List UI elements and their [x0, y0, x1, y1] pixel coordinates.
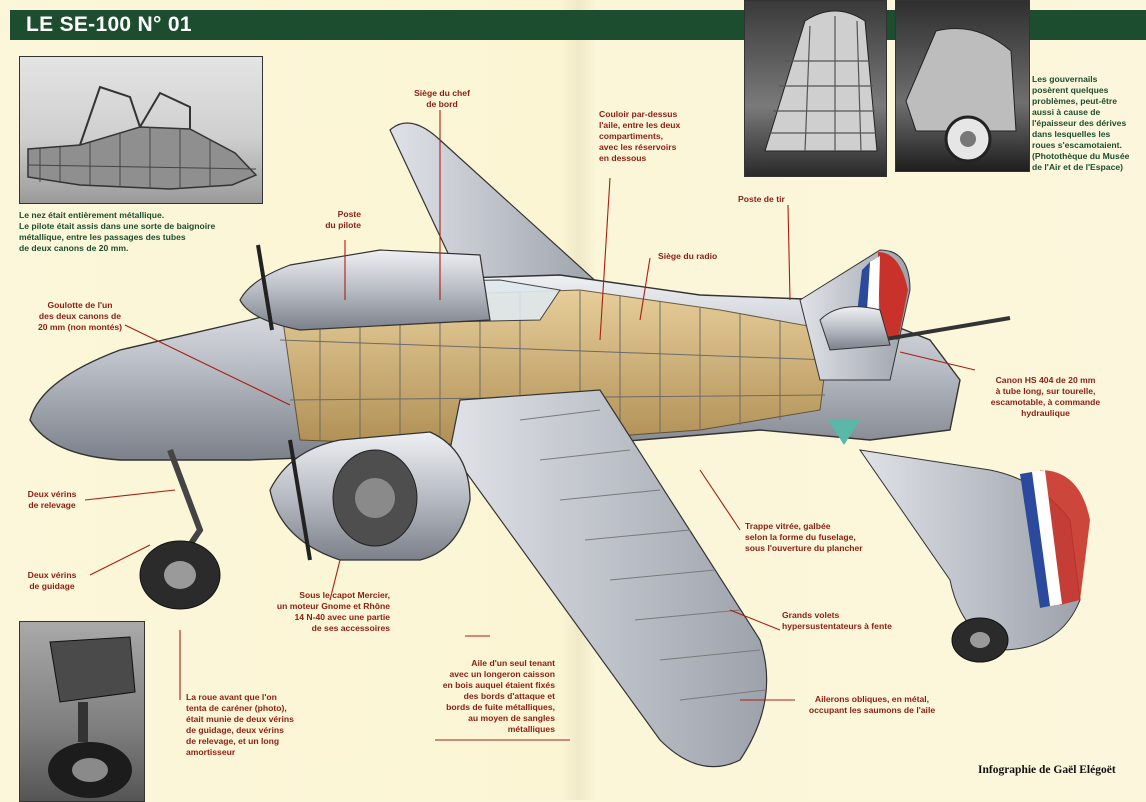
callout-couloir: Couloir par-dessus l'aile, entre les deu… [599, 109, 681, 163]
upper-propeller [256, 244, 274, 331]
page-title: LE SE-100 N° 01 [26, 13, 192, 36]
turret-cannon [879, 316, 1011, 342]
callout-siege-radio: Siège du radio [658, 251, 718, 261]
callout-poste-tir: Poste de tir [738, 194, 785, 204]
nose-photo [19, 56, 263, 204]
wing-ribs [519, 409, 766, 701]
upper-engine-nacelle [239, 249, 491, 331]
tail-photo-right-drawing [905, 28, 1017, 163]
lower-rudder-white [1030, 470, 1062, 606]
caption-nose-photo: Le nez était entièrement métallique. Le … [19, 210, 216, 253]
callout-siege-chef: Siège du chef de bord [414, 88, 470, 109]
illustration-credit: Infographie de Gaël Elégoët [978, 764, 1116, 776]
callout-ailerons: Ailerons obliques, en métal, occupant le… [808, 694, 936, 715]
caption-rudders-photo: Les gouvernails posèrent quelques problè… [1032, 74, 1130, 172]
callout-roue: La roue avant que l'on tenta de caréner … [186, 692, 294, 757]
tail-photo-left-drawing [764, 10, 878, 152]
callout-trappe: Trappe vitrée, galbée selon la forme du … [745, 521, 863, 553]
wheel-photo-drawing [48, 636, 136, 798]
callout-canon: Canon HS 404 de 20 mm à tube long, sur t… [990, 375, 1101, 418]
callout-leader-lines [84, 110, 976, 741]
callout-goulotte: Goulotte de l'un des deux canons de 20 m… [37, 300, 123, 332]
upper-wing [389, 122, 602, 301]
lower-rudder-blue [1020, 472, 1050, 608]
engine-hub [355, 478, 395, 518]
lower-propeller [288, 439, 312, 561]
tail-photo-right [895, 0, 1030, 172]
callout-poste-pilote: Poste du pilote [325, 209, 361, 230]
wheel-photo [19, 621, 145, 802]
fuselage-marking [828, 420, 860, 445]
nose-wheel-hub [164, 561, 196, 589]
turret [819, 306, 891, 351]
callout-verins-relevage: Deux vérins de relevage [27, 489, 77, 510]
callout-capot: Sous le capot Mercier, un moteur Gnome e… [276, 590, 390, 633]
tail-wheel-hub [970, 632, 990, 648]
callout-verins-guidage: Deux vérins de guidage [27, 570, 77, 591]
tail-photo-left [744, 0, 887, 177]
rudder-red-stripe [878, 252, 908, 340]
lower-rudder-red [1040, 470, 1090, 605]
callout-aile: Aile d'un seul tenant avec un longeron c… [442, 658, 555, 734]
nose-photo-drawing [27, 85, 258, 190]
callout-volets: Grands volets hypersustentateurs à fente [782, 610, 892, 631]
lower-wing [449, 389, 768, 768]
